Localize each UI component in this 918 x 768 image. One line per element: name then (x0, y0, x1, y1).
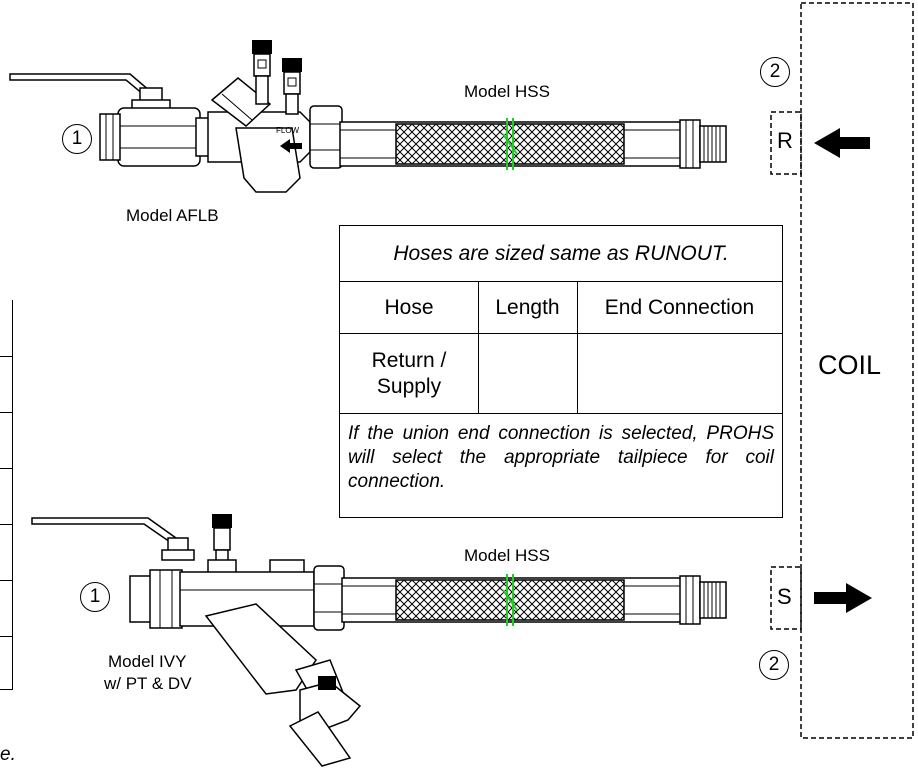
top-hose (339, 118, 727, 170)
return-arrow-icon (814, 128, 870, 158)
header-hose: Hose (384, 295, 434, 319)
callout-hose-bottom: 2 (759, 650, 789, 680)
supply-letter: S (777, 584, 792, 609)
model-hss-top-label: Model HSS (464, 82, 550, 101)
flow-label: FLOW (276, 126, 300, 135)
cell-end-connection (577, 334, 782, 413)
supply-connection-box (770, 566, 802, 630)
model-aflb-label: Model AFLB (126, 206, 219, 225)
cell-hose-line1: Return / (371, 348, 447, 372)
bottom-valve-assembly (31, 514, 362, 767)
table-title: Hoses are sized same as RUNOUT. (393, 241, 729, 265)
cell-hose: Return / Supply (340, 334, 478, 413)
top-valve-assembly (9, 40, 343, 193)
header-length: Length (495, 295, 560, 319)
callout-valve-bottom: 1 (80, 582, 110, 612)
coil-label: COIL (818, 350, 882, 380)
callout-valve-top: 1 (62, 124, 92, 154)
supply-arrow-icon (814, 583, 872, 613)
cell-hose-line2: Supply (376, 374, 442, 398)
model-ivy-options-label: w/ PT & DV (104, 674, 192, 693)
cropped-text: e. (0, 744, 16, 765)
table-row: Return / Supply (340, 334, 782, 414)
header-end-connection: End Connection (604, 295, 755, 319)
bottom-hose (341, 574, 727, 626)
table-title-row: Hoses are sized same as RUNOUT. (340, 226, 782, 282)
table-header-row: Hose Length End Connection (340, 282, 782, 334)
cropped-table-edge (0, 300, 13, 690)
flow-arrow-icon (280, 139, 302, 153)
cell-length (478, 334, 577, 413)
model-ivy-label: Model IVY (108, 652, 187, 671)
table-note: If the union end connection is selected,… (348, 423, 774, 492)
coil-box (800, 2, 914, 739)
hose-sizing-table: Hoses are sized same as RUNOUT. Hose Len… (339, 225, 783, 518)
callout-hose-top: 2 (760, 57, 790, 87)
return-connection-box (770, 111, 802, 175)
model-hss-bottom-label: Model HSS (464, 546, 550, 565)
return-letter: R (777, 128, 793, 153)
